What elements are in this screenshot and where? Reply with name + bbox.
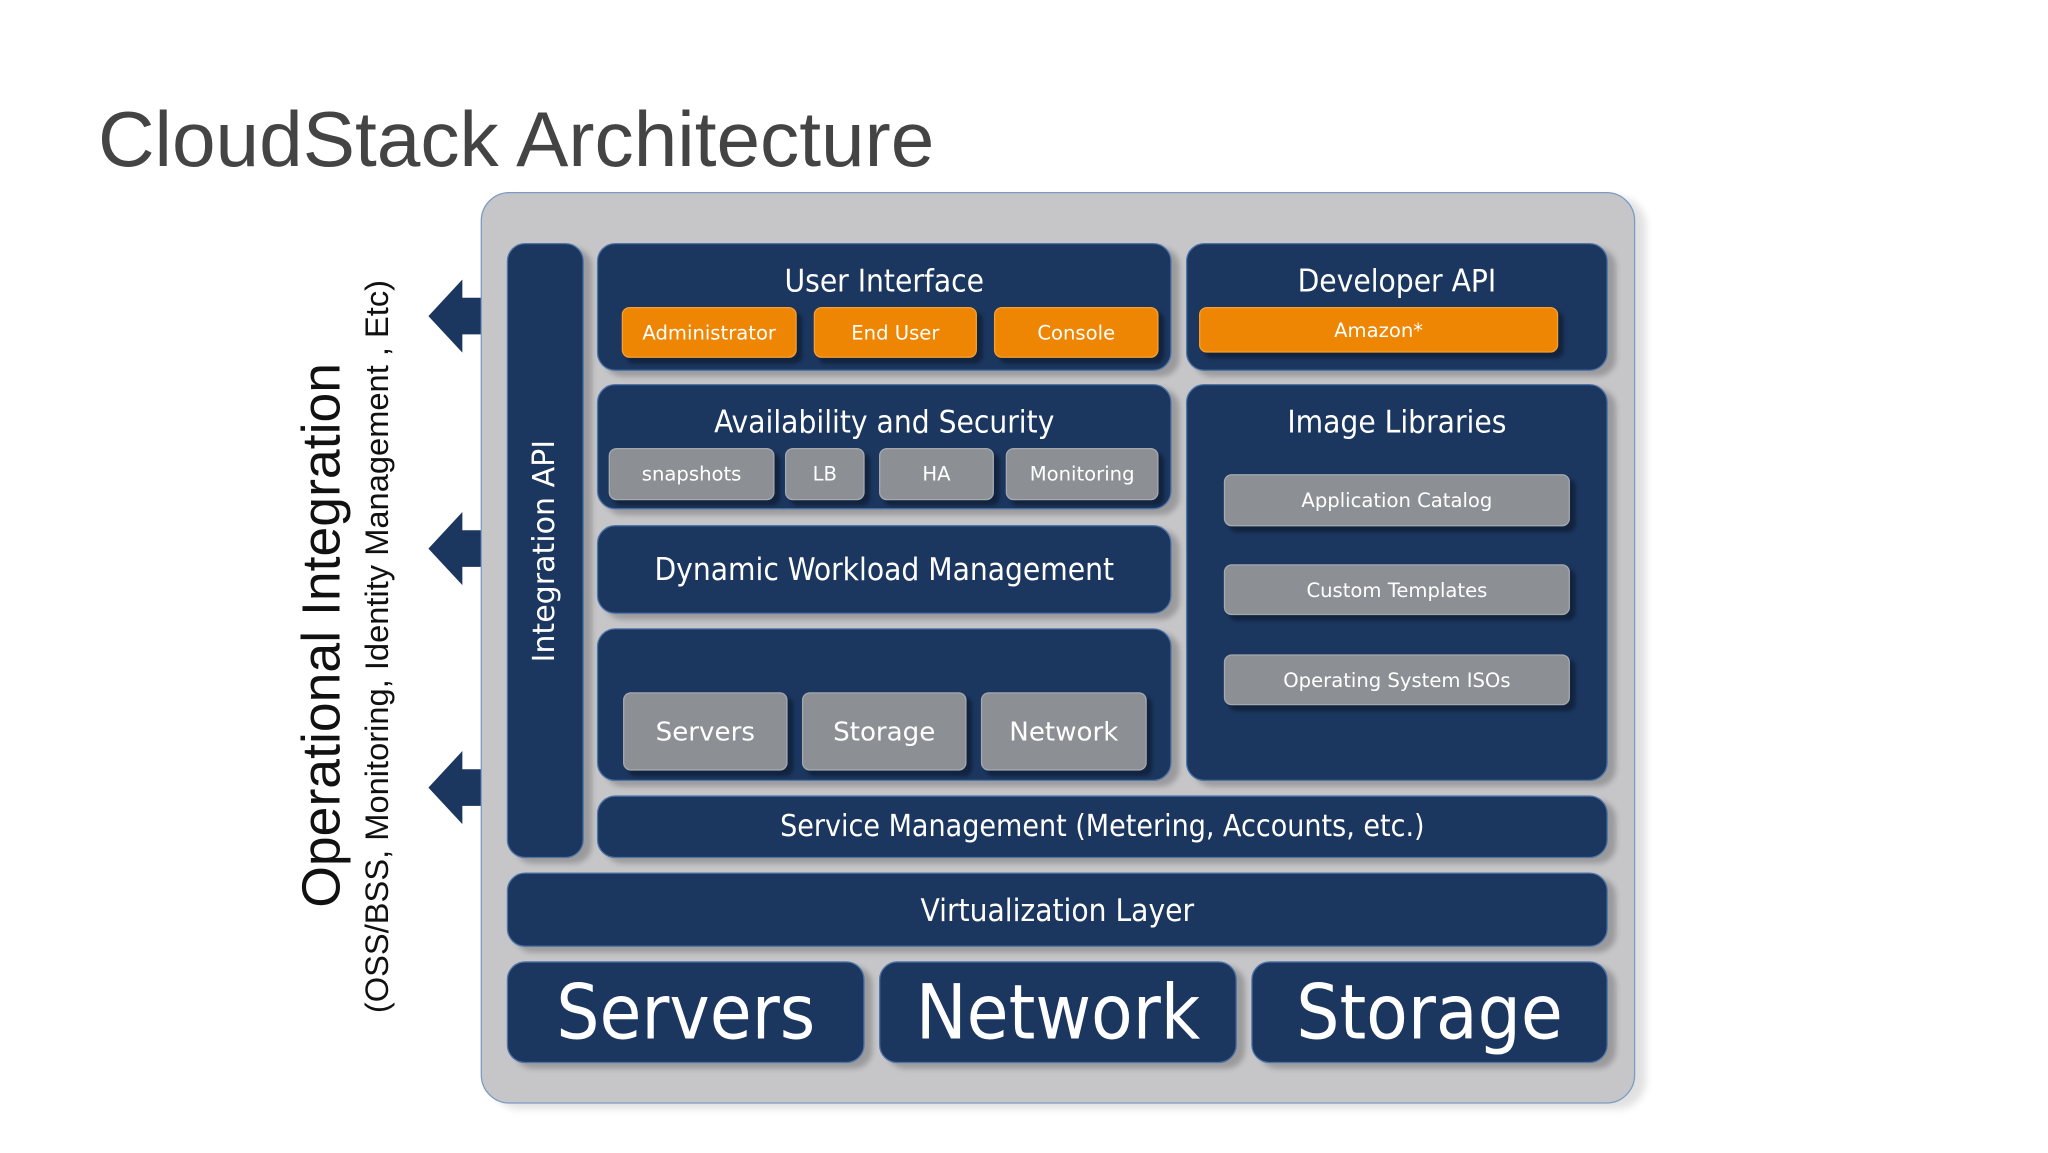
developer-api-label: Developer API	[1297, 262, 1497, 300]
lb-button: LB	[784, 447, 865, 501]
user-interface-label: User Interface	[784, 262, 984, 300]
availability-security-label: Availability and Security	[714, 403, 1055, 441]
service-management-block: Service Management (Metering, Accounts, …	[596, 795, 1608, 859]
administrator-button: Administrator	[621, 306, 797, 358]
dynamic-workload-block: Dynamic Workload Management	[596, 525, 1172, 614]
snapshots-button: snapshots	[608, 447, 775, 501]
ha-button: HA	[879, 447, 994, 501]
console-button: Console	[993, 306, 1159, 358]
integration-api-block: Integration API	[506, 242, 584, 859]
storage-resource-button: Storage	[801, 692, 967, 771]
virtualization-layer-block: Virtualization Layer	[506, 872, 1608, 947]
operational-integration-subheading: (OSS/BSS, Monitoring, Identity Managemen…	[359, 279, 396, 1014]
slide-title: CloudStack Architecture	[97, 95, 935, 183]
image-libraries-label: Image Libraries	[1287, 403, 1507, 441]
end-user-button: End User	[813, 306, 977, 358]
virtualization-layer-label: Virtualization Layer	[920, 891, 1195, 928]
monitoring-button: Monitoring	[1005, 447, 1159, 501]
network-resource-button: Network	[980, 692, 1147, 771]
operational-integration-heading: Operational Integration	[291, 362, 352, 908]
custom-templates-button: Custom Templates	[1223, 564, 1570, 616]
application-catalog-button: Application Catalog	[1223, 474, 1570, 527]
service-management-label: Service Management (Metering, Accounts, …	[780, 809, 1425, 844]
os-isos-button: Operating System ISOs	[1223, 654, 1570, 706]
servers-resource-button: Servers	[623, 692, 788, 771]
integration-api-label: Integration API	[528, 439, 563, 662]
storage-label: Storage	[1296, 967, 1563, 1057]
servers-block: Servers	[506, 961, 865, 1064]
storage-block: Storage	[1251, 961, 1608, 1064]
servers-label: Servers	[556, 967, 816, 1057]
network-label: Network	[915, 967, 1201, 1057]
network-block: Network	[879, 961, 1237, 1064]
amazon-button: Amazon*	[1199, 306, 1559, 353]
dynamic-workload-label: Dynamic Workload Management	[654, 551, 1115, 588]
